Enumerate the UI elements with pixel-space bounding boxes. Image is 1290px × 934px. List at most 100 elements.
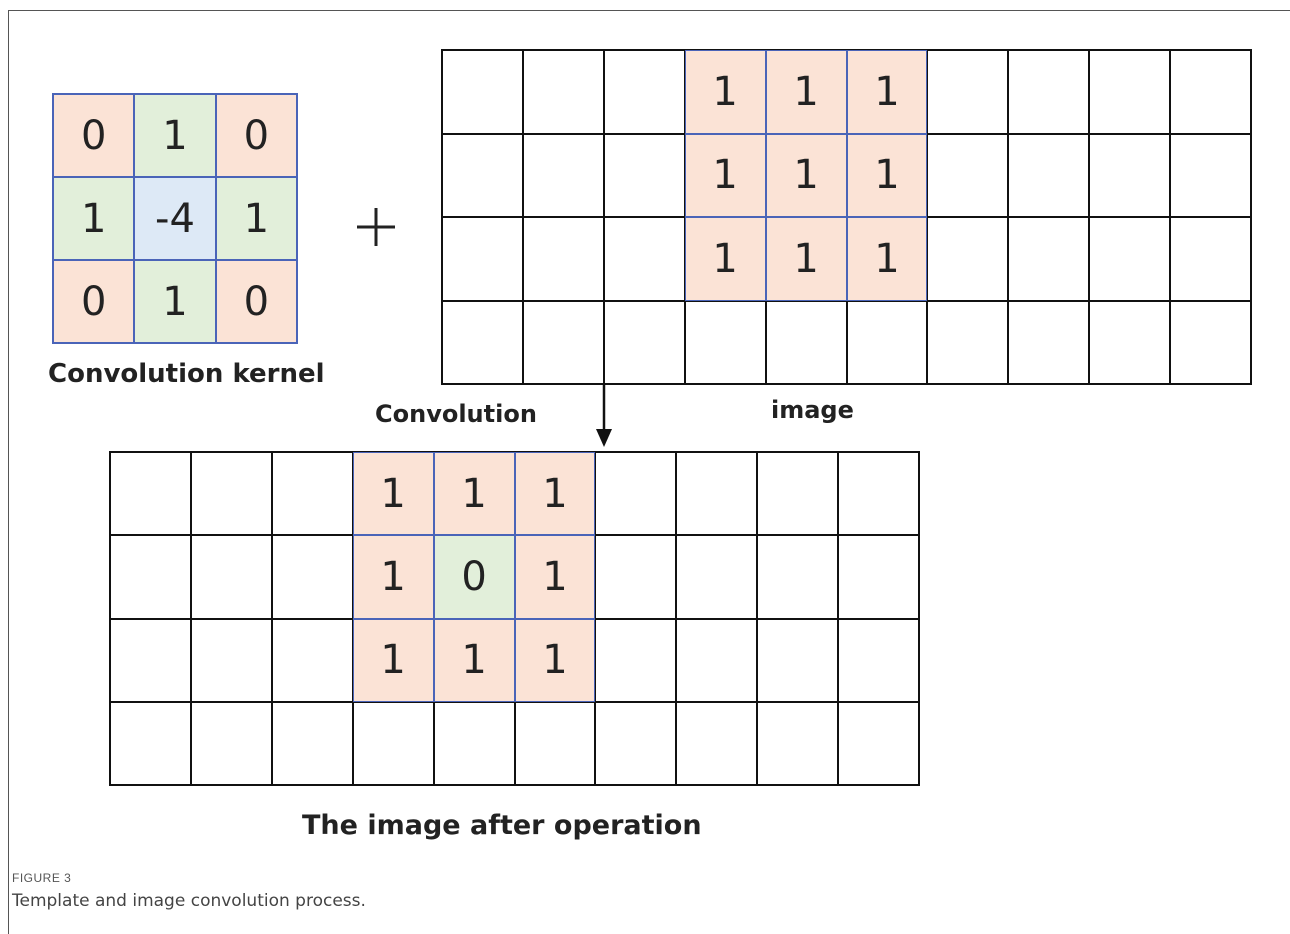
image-cell [603,133,685,217]
result-cell [838,618,919,702]
image-cell [846,300,928,384]
image-cell [927,133,1009,217]
result-cell [838,701,919,785]
kernel-label: Convolution kernel [48,359,325,389]
kernel-cell: 1 [215,177,297,260]
result-cell [190,452,272,536]
image-cell [1170,300,1251,384]
result-cell [271,618,353,702]
image-cell [1089,133,1171,217]
result-cell [190,618,272,702]
result-cell: 1 [352,535,434,619]
image-cell: 1 [765,133,847,217]
convolution-label: Convolution [375,400,537,428]
result-cell [190,535,272,619]
image-cell [442,133,523,217]
image-cell [1170,50,1251,134]
result-cell: 0 [433,535,515,619]
image-cell [1008,217,1090,301]
image-cell: 1 [846,133,928,217]
kernel-cell: 1 [53,177,135,260]
result-cell: 1 [433,452,515,536]
result-cell: 1 [352,452,434,536]
image-cell [522,133,604,217]
image-cell [1089,217,1171,301]
image-cell [1008,50,1090,134]
image-cell [442,217,523,301]
kernel-cell: 1 [134,260,216,343]
result-cell [595,618,677,702]
result-cell [676,618,758,702]
image-cell [684,300,766,384]
result-cell [838,452,919,536]
image-cell [1170,217,1251,301]
kernel-cell: 0 [53,94,135,177]
result-cell [676,535,758,619]
image-label: image [771,396,854,424]
image-cell [927,300,1009,384]
result-cell: 1 [514,535,596,619]
result-cell: 1 [514,452,596,536]
result-cell [110,535,191,619]
down-arrow-icon [596,383,612,447]
result-cell [514,701,596,785]
result-cell [595,701,677,785]
result-cell: 1 [352,618,434,702]
result-cell [433,701,515,785]
kernel-cell: 0 [215,260,297,343]
kernel-cell: 0 [53,260,135,343]
result-cell [271,452,353,536]
image-cell [603,50,685,134]
result-cell [110,701,191,785]
result-cell [595,535,677,619]
image-cell: 1 [684,217,766,301]
image-cell [1089,50,1171,134]
result-cell: 1 [514,618,596,702]
kernel-cell: -4 [134,177,216,260]
result-cell [676,452,758,536]
image-cell [765,300,847,384]
result-label: The image after operation [302,810,702,841]
result-cell [757,701,839,785]
left-rule [8,10,9,934]
result-cell [757,618,839,702]
figure-number: FIGURE 3 [12,871,72,885]
image-cell: 1 [765,50,847,134]
result-cell [757,535,839,619]
image-cell: 1 [684,50,766,134]
image-cell [522,300,604,384]
result-cell [271,701,353,785]
result-cell [676,701,758,785]
image-cell: 1 [846,217,928,301]
image-cell [603,300,685,384]
result-cell [838,535,919,619]
image-cell [522,50,604,134]
image-cell [1008,300,1090,384]
image-cell [522,217,604,301]
image-cell [1008,133,1090,217]
result-cell [271,535,353,619]
result-cell [110,452,191,536]
result-cell [352,701,434,785]
plus-icon [357,208,395,246]
image-cell [927,217,1009,301]
image-cell: 1 [684,133,766,217]
kernel-cell: 0 [215,94,297,177]
image-cell [603,217,685,301]
result-cell [190,701,272,785]
image-cell [442,50,523,134]
result-cell [110,618,191,702]
result-cell: 1 [433,618,515,702]
result-cell [757,452,839,536]
figure-caption: Template and image convolution process. [12,891,366,911]
image-cell: 1 [846,50,928,134]
image-cell [927,50,1009,134]
kernel-cell: 1 [134,94,216,177]
image-cell [442,300,523,384]
result-cell [595,452,677,536]
image-cell [1170,133,1251,217]
